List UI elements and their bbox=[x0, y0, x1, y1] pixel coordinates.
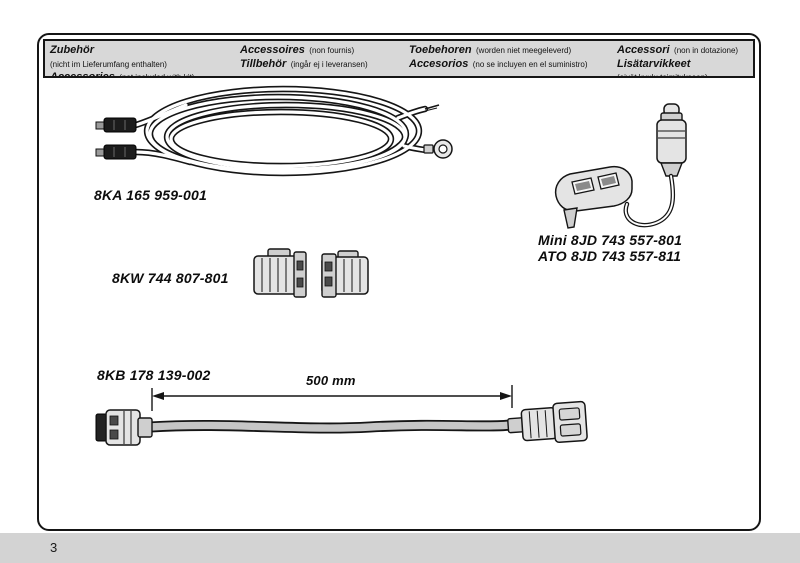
header-sub-es: (no se incluyen en el suministro) bbox=[472, 59, 588, 69]
header-sub-nl: (worden niet meegeleverd) bbox=[476, 46, 572, 55]
header-title-fr: Accessoires bbox=[240, 44, 305, 56]
dimension-label: 500 mm bbox=[306, 373, 356, 388]
part-number-fuse-holder: Mini 8JD 743 557-801 ATO 8JD 743 557-811 bbox=[538, 232, 682, 264]
header-col-nl-es: Toebehoren (worden niet meegeleverd) Acc… bbox=[404, 41, 612, 70]
header-title-en: Accessories bbox=[50, 71, 115, 78]
header-title-it: Accessori bbox=[617, 44, 670, 56]
part-number-connector-set: 8KW 744 807-801 bbox=[112, 270, 229, 286]
header-sub-en: (not included with kit) bbox=[119, 73, 195, 78]
header-title-es: Accesorios bbox=[409, 57, 469, 70]
page-number: 3 bbox=[50, 540, 58, 555]
part-number-extension-cable: 8KB 178 139-002 bbox=[97, 367, 211, 383]
header-sub-it: (non in dotazione) bbox=[674, 46, 739, 55]
header-title-nl: Toebehoren bbox=[409, 44, 472, 56]
header-title-de: Zubehör bbox=[50, 44, 94, 56]
page-footer: 3 bbox=[0, 533, 800, 563]
header-title-sv: Tillbehör bbox=[240, 57, 287, 70]
header-col-de-en: Zubehör (nicht im Lieferumfang enthalten… bbox=[45, 41, 235, 78]
header-col-fr-sv: Accessoires (non fournis) Tillbehör (ing… bbox=[235, 41, 404, 70]
header-col-it-fi: Accessori (non in dotazione) Lisätarvikk… bbox=[612, 41, 753, 78]
header-sub-de: (nicht im Lieferumfang enthalten) bbox=[50, 59, 167, 69]
accessories-header: Zubehör (nicht im Lieferumfang enthalten… bbox=[43, 39, 755, 78]
part-number-fuse-ato: ATO 8JD 743 557-811 bbox=[538, 248, 682, 264]
part-number-fuse-mini: Mini 8JD 743 557-801 bbox=[538, 232, 683, 248]
header-sub-fi: (eivät kuulu toimitukseen) bbox=[617, 73, 708, 78]
header-title-fi: Lisätarvikkeet bbox=[617, 57, 691, 70]
header-sub-sv: (ingår ej i leveransen) bbox=[290, 59, 368, 69]
header-sub-fr: (non fournis) bbox=[309, 46, 355, 55]
part-number-cable-kit: 8KA 165 959-001 bbox=[94, 187, 208, 203]
